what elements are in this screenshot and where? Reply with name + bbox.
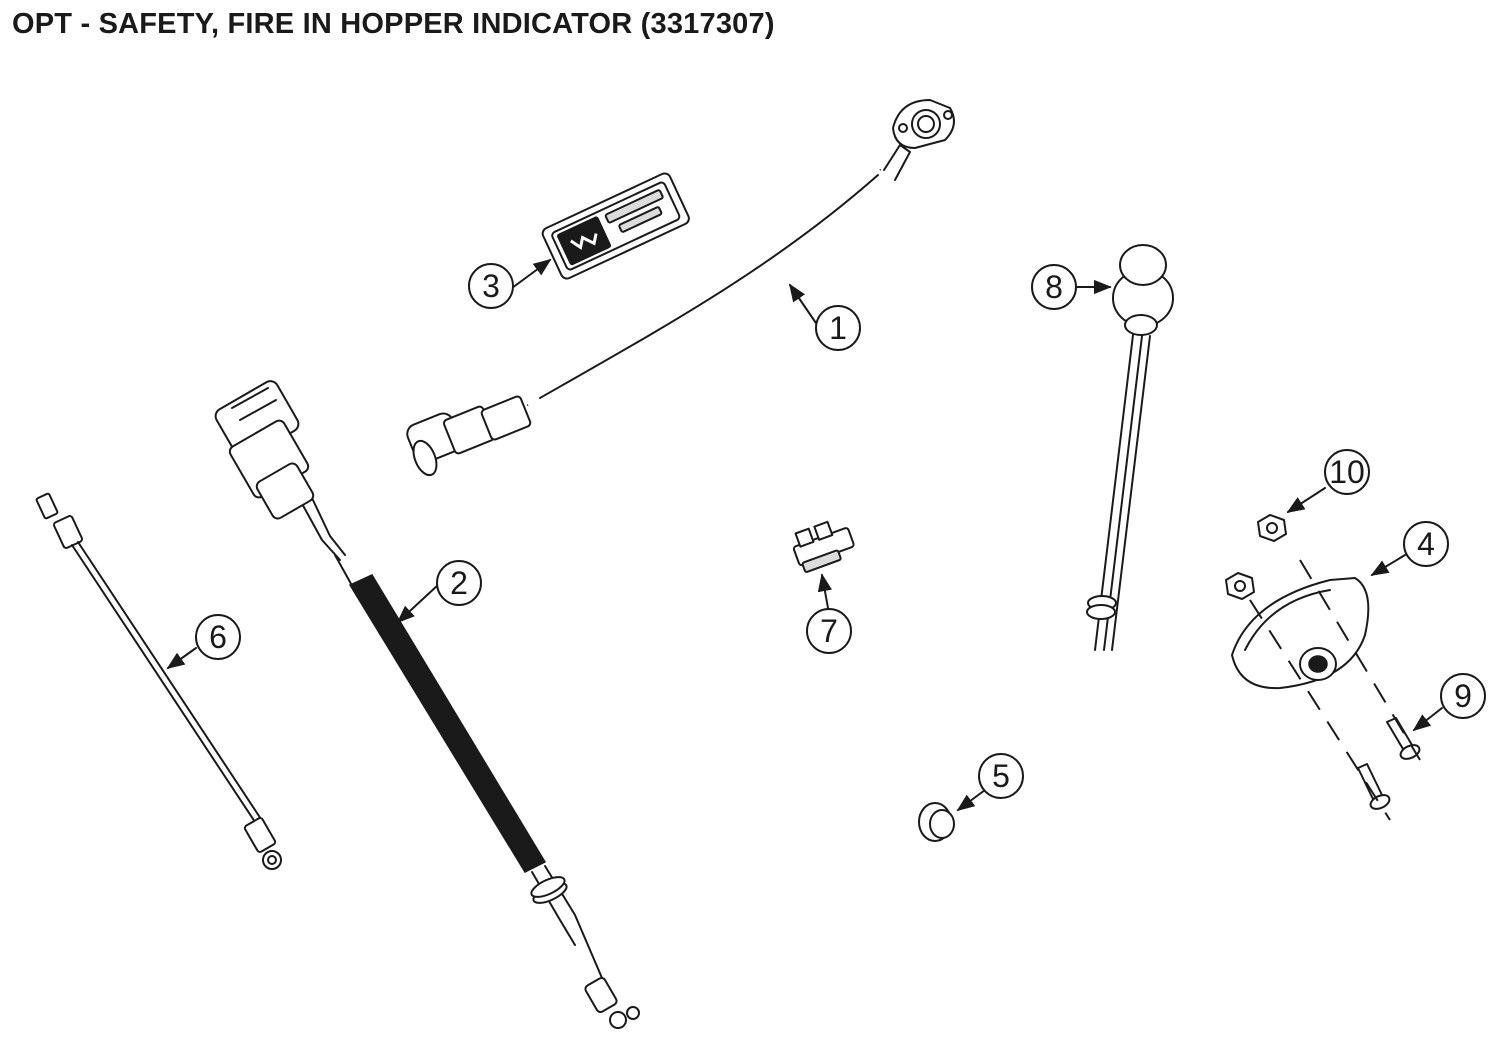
callout-1: 1	[815, 305, 861, 351]
callout-label: 7	[820, 613, 838, 649]
callout-label: 8	[1045, 269, 1063, 305]
leader-lines	[166, 258, 1443, 812]
callout-7: 7	[806, 608, 852, 654]
callout-label: 3	[482, 268, 500, 304]
callout-label: 6	[209, 619, 227, 655]
page-title: OPT - SAFETY, FIRE IN HOPPER INDICATOR (…	[12, 8, 775, 40]
callout-label: 2	[450, 565, 468, 601]
callout-3: 3	[468, 263, 514, 309]
callout-label: 4	[1417, 526, 1435, 562]
callout-label: 1	[829, 310, 847, 346]
part-8-indicator	[1086, 244, 1174, 651]
part-7-fuse	[792, 520, 855, 573]
callout-label: 10	[1329, 454, 1365, 490]
callout-8: 8	[1031, 264, 1077, 310]
callout-10: 10	[1324, 449, 1370, 495]
part-4-housing	[1231, 577, 1370, 690]
callout-2: 2	[436, 560, 482, 606]
callout-9: 9	[1440, 673, 1486, 719]
part-5-grommet	[918, 802, 955, 842]
part-6-lead	[35, 492, 282, 870]
callout-5: 5	[978, 753, 1024, 799]
callout-6: 6	[195, 614, 241, 660]
callout-label: 5	[992, 758, 1010, 794]
part-9-screws	[1357, 717, 1421, 810]
part-2-harness	[214, 380, 640, 1029]
part-3-decal	[541, 172, 690, 280]
callout-label: 9	[1454, 678, 1472, 714]
part-10-nuts	[1225, 514, 1287, 600]
part-1-harness	[406, 99, 955, 477]
callout-4: 4	[1403, 521, 1449, 567]
